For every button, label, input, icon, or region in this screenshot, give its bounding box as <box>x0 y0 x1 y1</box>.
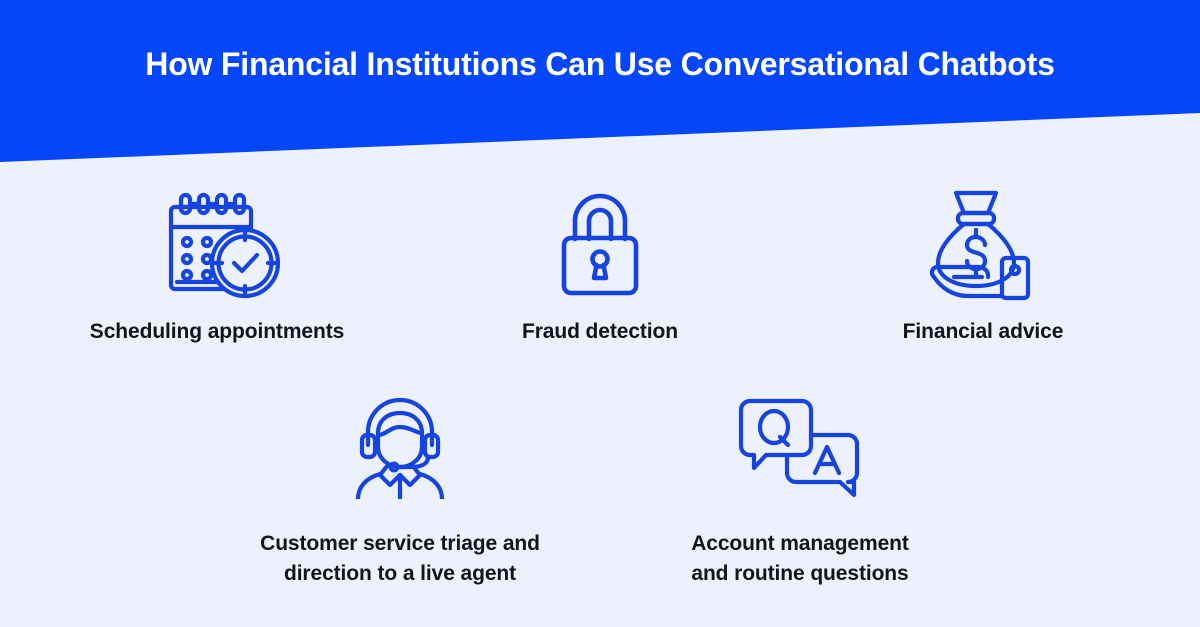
item-fraud-detection[interactable]: Fraud detection <box>409 185 792 347</box>
padlock-icon <box>547 185 653 301</box>
headset-agent-icon <box>350 389 450 505</box>
calendar-clock-icon <box>151 185 283 301</box>
item-label: Fraud detection <box>521 320 678 343</box>
items-row-top: Scheduling appointments <box>0 185 1200 347</box>
item-customer-service-triage[interactable]: Customer service triage and direction to… <box>200 389 600 589</box>
items-row-bottom: Customer service triage and direction to… <box>0 389 1200 589</box>
item-label: Scheduling appointments <box>89 320 345 343</box>
item-financial-advice[interactable]: Financial advice <box>792 185 1175 347</box>
item-label: Customer service triage and direction to… <box>260 529 540 589</box>
item-label-line1: Customer service triage and <box>260 532 540 555</box>
item-label-line2: and routine questions <box>691 562 909 585</box>
item-label-line1: Account management <box>691 532 909 555</box>
item-label-line2: direction to a live agent <box>283 562 517 585</box>
header-banner <box>0 0 1200 162</box>
item-scheduling-appointments[interactable]: Scheduling appointments <box>26 185 409 347</box>
item-label: Account management and routine questions <box>691 529 909 589</box>
qa-speech-bubbles-icon <box>736 389 864 505</box>
item-label: Financial advice <box>902 320 1064 343</box>
items-grid: Scheduling appointments <box>0 165 1200 589</box>
money-bag-hand-icon <box>920 185 1046 301</box>
item-account-management[interactable]: Account management and routine questions <box>600 389 1000 589</box>
